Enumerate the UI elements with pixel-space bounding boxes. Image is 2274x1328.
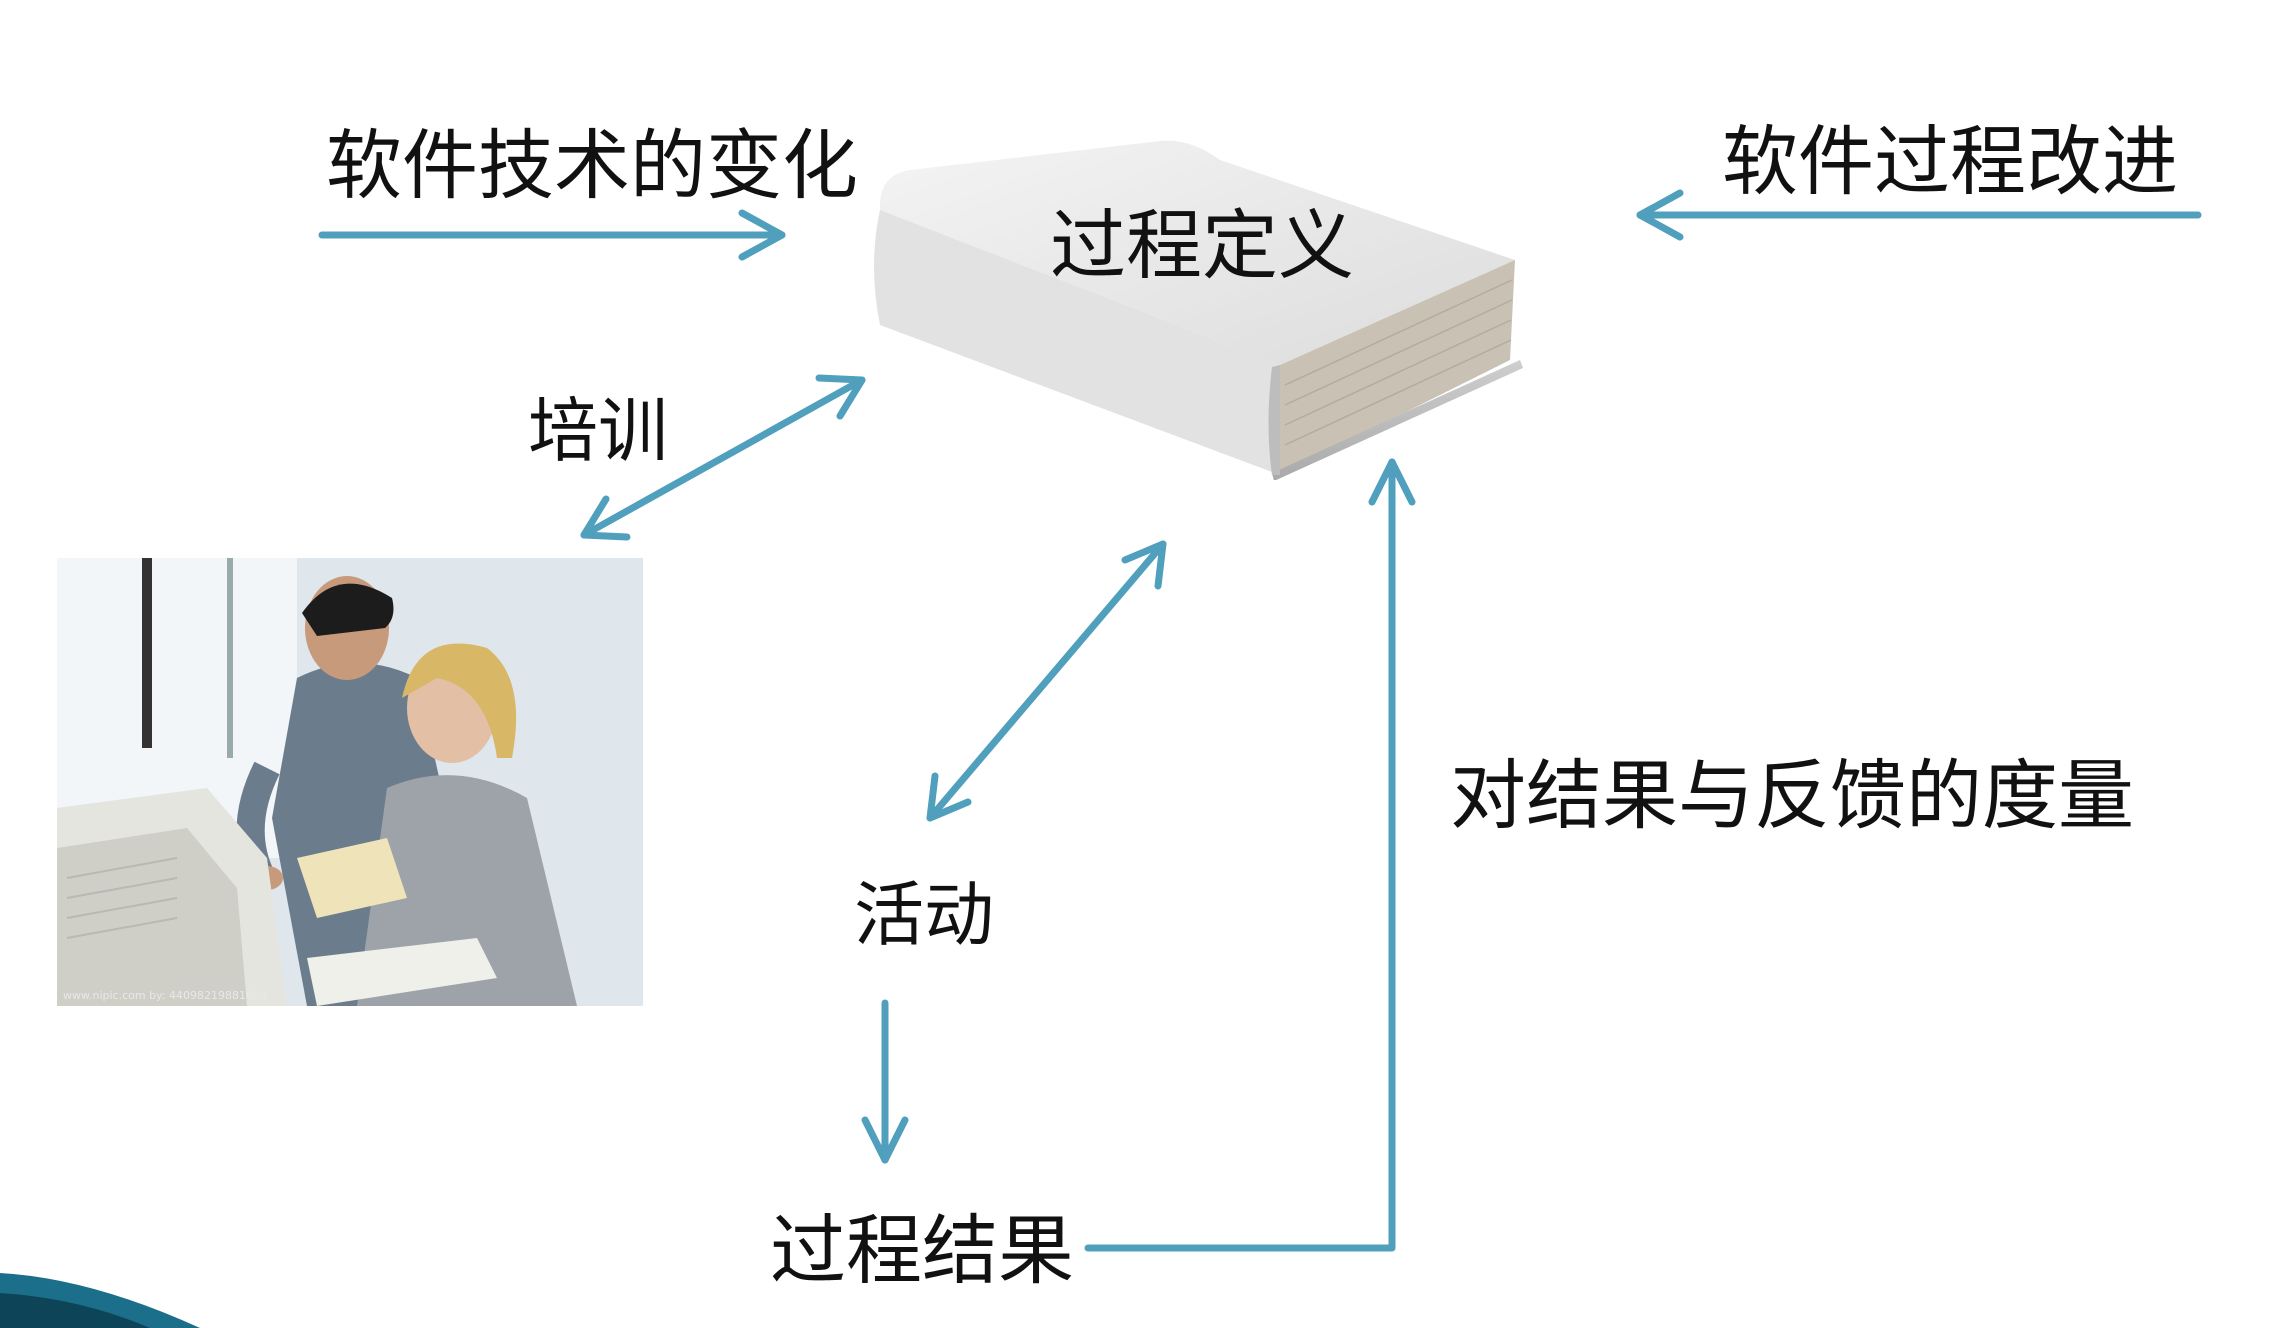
label-training: 培训	[528, 390, 668, 472]
arrow-training-bidirectional	[580, 374, 866, 541]
arrow-tech-to-definition	[318, 209, 786, 261]
office-photo-illustration	[57, 558, 643, 1006]
label-software-process-improvement: 软件过程改进	[1722, 117, 2178, 206]
office-photo: www.nipic.com by: 44098219881004	[57, 558, 643, 1006]
arrow-result-feedback-to-definition	[1084, 458, 1416, 1252]
label-activity: 活动	[854, 874, 994, 956]
arrow-activity-bidirectional	[926, 540, 1167, 822]
arrow-improvement-to-definition	[1636, 189, 2202, 241]
label-process-definition: 过程定义	[1050, 201, 1354, 290]
label-process-result: 过程结果	[770, 1206, 1074, 1295]
book-process-definition	[874, 140, 1523, 480]
arrow-activity-to-result	[861, 999, 909, 1164]
label-software-tech-change: 软件技术的变化	[326, 121, 858, 210]
photo-watermark: www.nipic.com by: 44098219881004	[63, 989, 267, 1002]
corner-accent-decoration	[0, 1273, 200, 1328]
label-result-feedback-measurement: 对结果与反馈的度量	[1450, 751, 2134, 840]
